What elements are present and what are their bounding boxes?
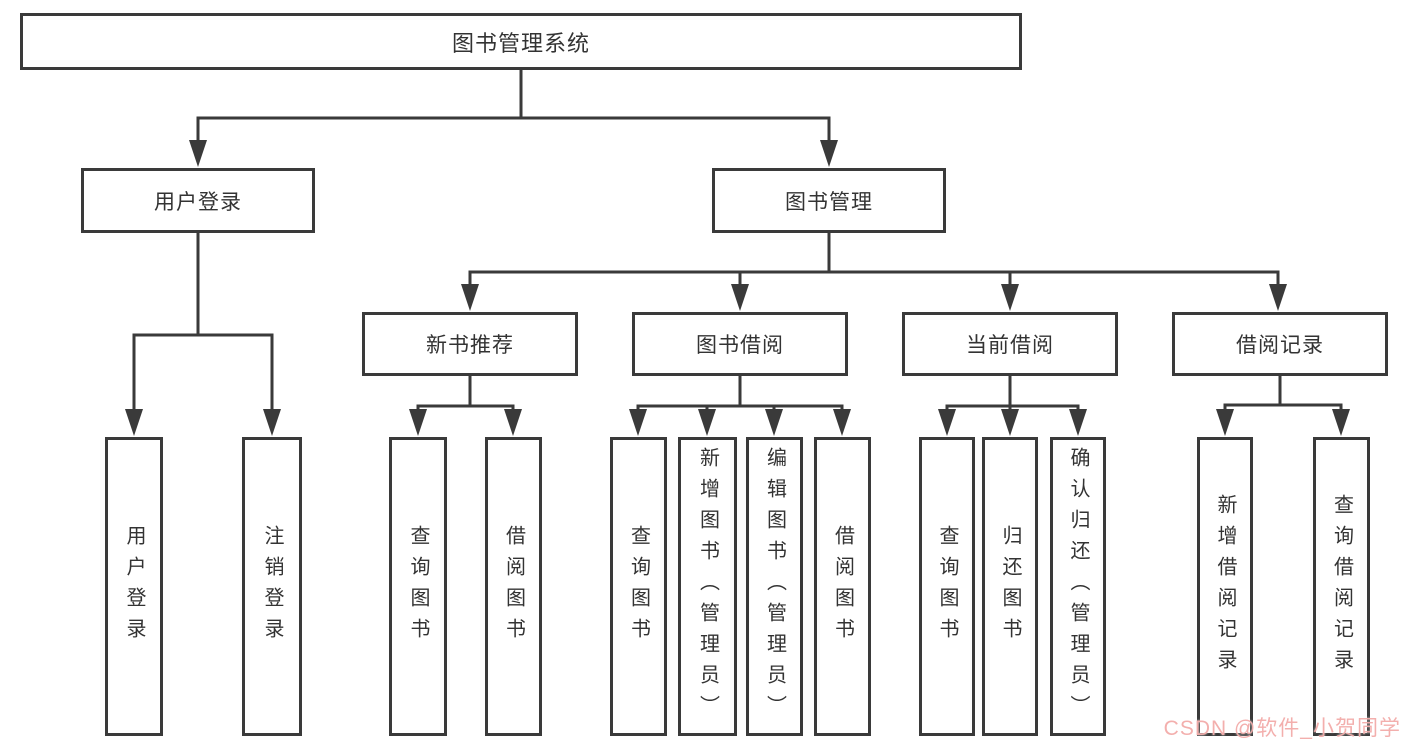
leaf-borrow-edit-books-admin: 编辑图书（管理员） bbox=[746, 437, 803, 736]
leaf-newbook-query-books: 查询图书 bbox=[389, 437, 447, 736]
node-current-borrow: 当前借阅 bbox=[902, 312, 1118, 376]
node-label: 图书管理 bbox=[785, 190, 873, 214]
connector-borrow-records-tee bbox=[1223, 403, 1343, 414]
node-new-book-recommend: 新书推荐 bbox=[362, 312, 578, 376]
leaf-borrow-borrow-books: 借阅图书 bbox=[814, 437, 871, 736]
leaf-current-query-books: 查询图书 bbox=[919, 437, 975, 736]
node-label: 注销登录 bbox=[261, 524, 283, 649]
arrowhead-br-add bbox=[1216, 409, 1234, 436]
connector-book-borrow-tee bbox=[636, 404, 844, 414]
node-borrow-records: 借阅记录 bbox=[1172, 312, 1388, 376]
arrowhead-br-query bbox=[1332, 409, 1350, 436]
leaf-records-query-record: 查询借阅记录 bbox=[1313, 437, 1370, 736]
node-label: 用户登录 bbox=[154, 190, 242, 214]
arrowhead-bb-add bbox=[698, 409, 716, 436]
leaf-borrow-add-books-admin: 新增图书（管理员） bbox=[678, 437, 737, 736]
node-label: 图书借阅 bbox=[696, 334, 784, 357]
arrowhead-cb-confirm bbox=[1069, 409, 1087, 436]
node-user-login: 用户登录 bbox=[81, 168, 315, 233]
arrowhead-borrow-records bbox=[1269, 284, 1287, 311]
node-label: 查询图书 bbox=[936, 524, 958, 649]
arrowhead-bb-borrow bbox=[833, 409, 851, 436]
node-label: 借阅记录 bbox=[1236, 334, 1324, 357]
node-label: 借阅图书 bbox=[502, 524, 525, 649]
leaf-logout: 注销登录 bbox=[242, 437, 302, 736]
node-label: 编辑图书（管理员） bbox=[763, 447, 786, 726]
arrowhead-nb-borrow bbox=[504, 409, 522, 436]
arrowhead-book-management bbox=[820, 140, 838, 167]
connector-new-book-tee bbox=[416, 404, 515, 414]
node-label: 用户登录 bbox=[123, 524, 145, 649]
node-label: 查询借阅记录 bbox=[1330, 493, 1353, 680]
arrowhead-current-borrow bbox=[1001, 284, 1019, 311]
arrowhead-bb-query bbox=[629, 409, 647, 436]
connector-root-tee bbox=[196, 116, 831, 145]
node-label: 查询图书 bbox=[627, 524, 650, 649]
node-library-system: 图书管理系统 bbox=[20, 13, 1022, 70]
leaf-records-add-record: 新增借阅记录 bbox=[1197, 437, 1253, 736]
node-label: 当前借阅 bbox=[966, 334, 1054, 357]
leaf-current-return-books: 归还图书 bbox=[982, 437, 1038, 736]
leaf-current-confirm-return-admin: 确认归还（管理员） bbox=[1050, 437, 1106, 736]
arrowhead-nb-query bbox=[409, 409, 427, 436]
node-label: 新增借阅记录 bbox=[1214, 493, 1236, 680]
node-book-management: 图书管理 bbox=[712, 168, 946, 233]
node-label: 归还图书 bbox=[999, 524, 1021, 649]
csdn-watermark: CSDN @软件_小贺同学 bbox=[1163, 717, 1401, 740]
leaf-borrow-query-books: 查询图书 bbox=[610, 437, 667, 736]
connector-user-login-tee bbox=[132, 333, 274, 414]
node-label: 新书推荐 bbox=[426, 334, 514, 357]
arrowhead-book-borrow bbox=[731, 284, 749, 311]
arrowhead-cb-query bbox=[938, 409, 956, 436]
node-label: 图书管理系统 bbox=[451, 30, 590, 56]
arrowhead-user-login bbox=[189, 140, 207, 167]
connector-current-borrow-tee bbox=[945, 404, 1080, 414]
node-label: 借阅图书 bbox=[831, 524, 854, 649]
node-label: 确认归还（管理员） bbox=[1067, 447, 1089, 726]
leaf-user-login: 用户登录 bbox=[105, 437, 163, 736]
node-book-borrow: 图书借阅 bbox=[632, 312, 848, 376]
arrowhead-new-book bbox=[461, 284, 479, 311]
arrowhead-leaf-logout bbox=[263, 409, 281, 436]
node-label: 新增图书（管理员） bbox=[696, 447, 719, 726]
arrowhead-bb-edit bbox=[765, 409, 783, 436]
connector-book-management-tee bbox=[468, 270, 1280, 290]
node-label: 查询图书 bbox=[407, 524, 429, 649]
arrowhead-cb-return bbox=[1001, 409, 1019, 436]
arrowhead-leaf-user-login bbox=[125, 409, 143, 436]
leaf-newbook-borrow-books: 借阅图书 bbox=[485, 437, 542, 736]
